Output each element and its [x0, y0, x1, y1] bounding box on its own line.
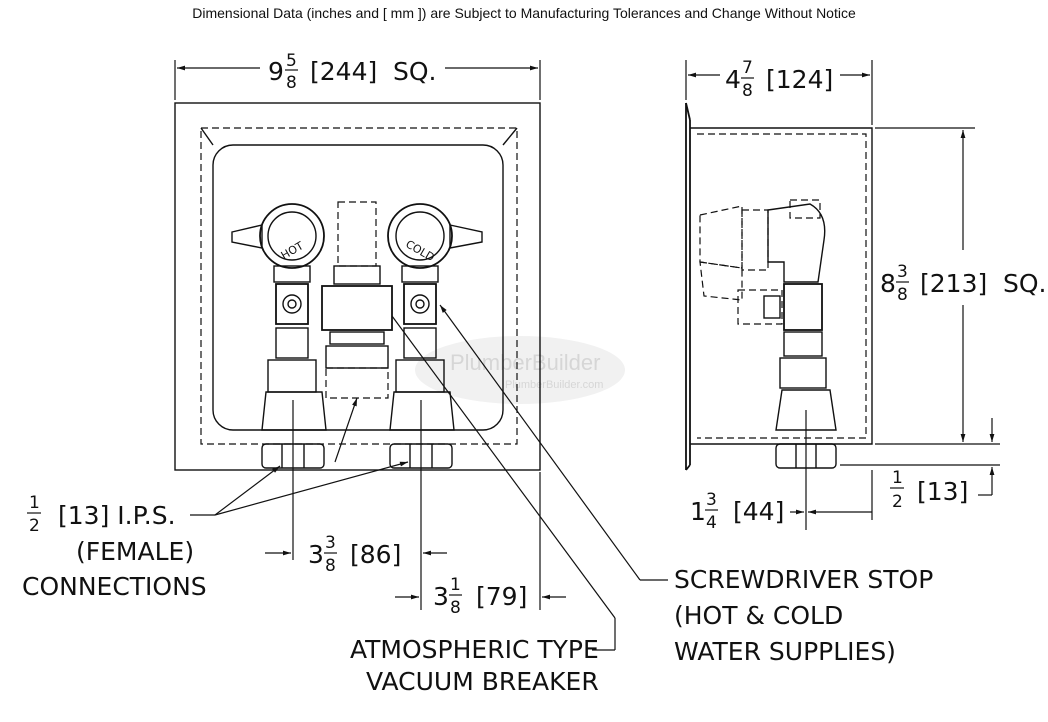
dim-num: 1	[450, 575, 461, 595]
dim-num: 3	[706, 490, 717, 510]
dim-den: 8	[450, 598, 461, 618]
side-depth-dimension: 4 7 8 [124]	[688, 58, 870, 101]
dim-den: 4	[706, 513, 717, 533]
dim-mm: [86]	[350, 540, 401, 569]
connections-line3: CONNECTIONS	[22, 572, 207, 601]
connections-callout: 1 2 [13] I.P.S. (FEMALE) CONNECTIONS	[22, 461, 409, 601]
stop-line2: (HOT & COLD	[674, 601, 843, 630]
right-offset-dimension: 3 1 8 [79]	[395, 575, 566, 618]
front-box-outline	[174, 102, 541, 471]
cold-valve: COLD	[387, 203, 483, 431]
dim-den: 8	[325, 556, 336, 576]
stop-line1: SCREWDRIVER STOP	[674, 565, 933, 594]
dim-whole: 4	[725, 65, 741, 94]
screwdriver-stop	[403, 283, 437, 325]
connections-line2: (FEMALE)	[76, 537, 194, 566]
dim-num: 3	[897, 262, 908, 282]
dim-num: 1	[892, 468, 903, 488]
vacuum-breaker	[321, 201, 393, 399]
side-valve-body	[699, 199, 837, 530]
outlet-depth-dimension: 1 3 4 [44]	[690, 470, 873, 533]
dim-mm: [44]	[733, 497, 784, 526]
dim-mm: [244]	[310, 57, 377, 86]
dim-num: 3	[325, 533, 336, 553]
dim-mm: [124]	[766, 65, 833, 94]
dim-whole: 9	[268, 57, 284, 86]
dim-den: 8	[742, 81, 753, 101]
dim-num: 7	[742, 58, 753, 78]
front-view: HOT COLD	[174, 60, 541, 610]
vacuum-breaker-callout: ATMOSPHERIC TYPE VACUUM BREAKER	[334, 315, 616, 696]
dim-whole: 1	[690, 497, 706, 526]
front-width-dimension: 9 5 8 [244] SQ.	[268, 51, 437, 93]
dim-den: 8	[286, 73, 297, 93]
dim-num: 5	[286, 51, 297, 71]
dim-mm: [213]	[920, 269, 987, 298]
stop-line3: WATER SUPPLIES)	[674, 637, 896, 666]
watermark: PlumberBuilder PlumberBuilder.com	[415, 336, 625, 404]
dim-mm: [13]	[917, 477, 968, 506]
watermark-url: PlumberBuilder.com	[505, 379, 603, 391]
vacuum-line1: ATMOSPHERIC TYPE	[350, 635, 599, 664]
dim-whole: 8	[880, 269, 896, 298]
hot-label: HOT	[279, 239, 306, 262]
front-box-inner	[212, 144, 504, 431]
tolerance-notice: Dimensional Data (inches and [ mm ]) are…	[192, 5, 856, 21]
hot-valve: HOT	[231, 203, 327, 431]
front-box-recess	[200, 127, 518, 445]
dim-whole: 3	[433, 582, 449, 611]
side-height-dimension: 8 3 8 [213] SQ.	[840, 127, 1047, 466]
left-offset-dimension: 3 3 8 [86]	[265, 533, 447, 576]
connection-nuts	[261, 443, 453, 469]
callout-den: 2	[29, 516, 40, 536]
vacuum-line2: VACUUM BREAKER	[366, 667, 599, 696]
watermark-title: PlumberBuilder	[450, 350, 600, 375]
bottom-offset-dimension: 1 2 [13]	[890, 418, 995, 512]
dim-suffix: SQ.	[1003, 269, 1047, 298]
connections-line1: [13] I.P.S.	[58, 501, 176, 530]
side-view	[685, 60, 873, 530]
dim-whole: 3	[308, 540, 324, 569]
callout-num: 1	[29, 493, 40, 513]
dim-mm: [79]	[476, 582, 527, 611]
dim-den: 8	[897, 285, 908, 305]
dim-suffix: SQ.	[393, 57, 437, 86]
dim-den: 2	[892, 492, 903, 512]
screwdriver-stop-callout: SCREWDRIVER STOP (HOT & COLD WATER SUPPL…	[439, 304, 933, 666]
